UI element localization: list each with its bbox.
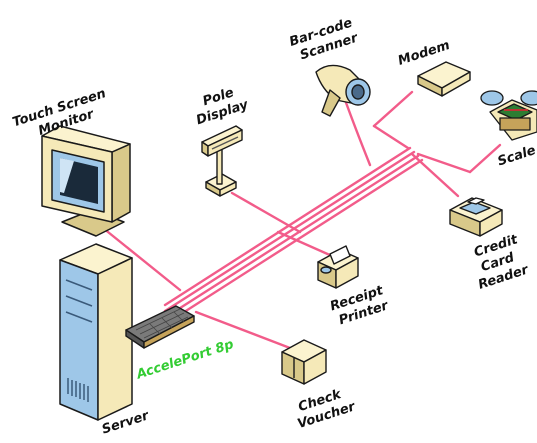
touch-screen-monitor-icon xyxy=(41,125,131,237)
trunk-cable-4 xyxy=(165,158,424,325)
cable-check-voucher xyxy=(194,310,292,350)
trunk-cable-2 xyxy=(163,150,416,313)
cable-modem xyxy=(372,90,414,128)
receipt-printer-icon xyxy=(317,245,359,289)
cable-monitor xyxy=(101,226,182,292)
cable-pole-display xyxy=(230,191,302,234)
cable-scale-b xyxy=(468,143,502,174)
trunk-cable-1 xyxy=(163,146,412,307)
barcode-scanner-icon xyxy=(315,64,371,117)
cable-card-reader xyxy=(410,152,460,198)
label-pole-display: Pole Display xyxy=(194,85,250,128)
server-tower-icon xyxy=(59,243,133,421)
label-scale-text: Scale xyxy=(496,143,537,169)
trunk-cable-3 xyxy=(164,154,420,319)
cable-bundle xyxy=(101,78,502,350)
label-receipt-printer: Receipt Printer xyxy=(328,283,391,328)
label-credit-card-reader: Credit Card Reader xyxy=(472,232,531,293)
check-voucher-icon xyxy=(281,339,327,385)
cable-modem-b xyxy=(372,124,410,150)
label-barcode-scanner: Bar-code Scanner xyxy=(288,15,361,63)
label-check-voucher: Check Voucher xyxy=(296,387,359,432)
label-scale: Scale xyxy=(496,143,537,169)
cable-receipt-printer xyxy=(276,230,334,258)
cable-scale-a xyxy=(416,152,472,174)
pole-display-icon xyxy=(201,125,243,197)
modem-icon xyxy=(417,61,471,97)
credit-card-reader-icon xyxy=(449,197,503,237)
scale-icon xyxy=(480,90,537,141)
acceleport-board-icon xyxy=(125,305,195,349)
